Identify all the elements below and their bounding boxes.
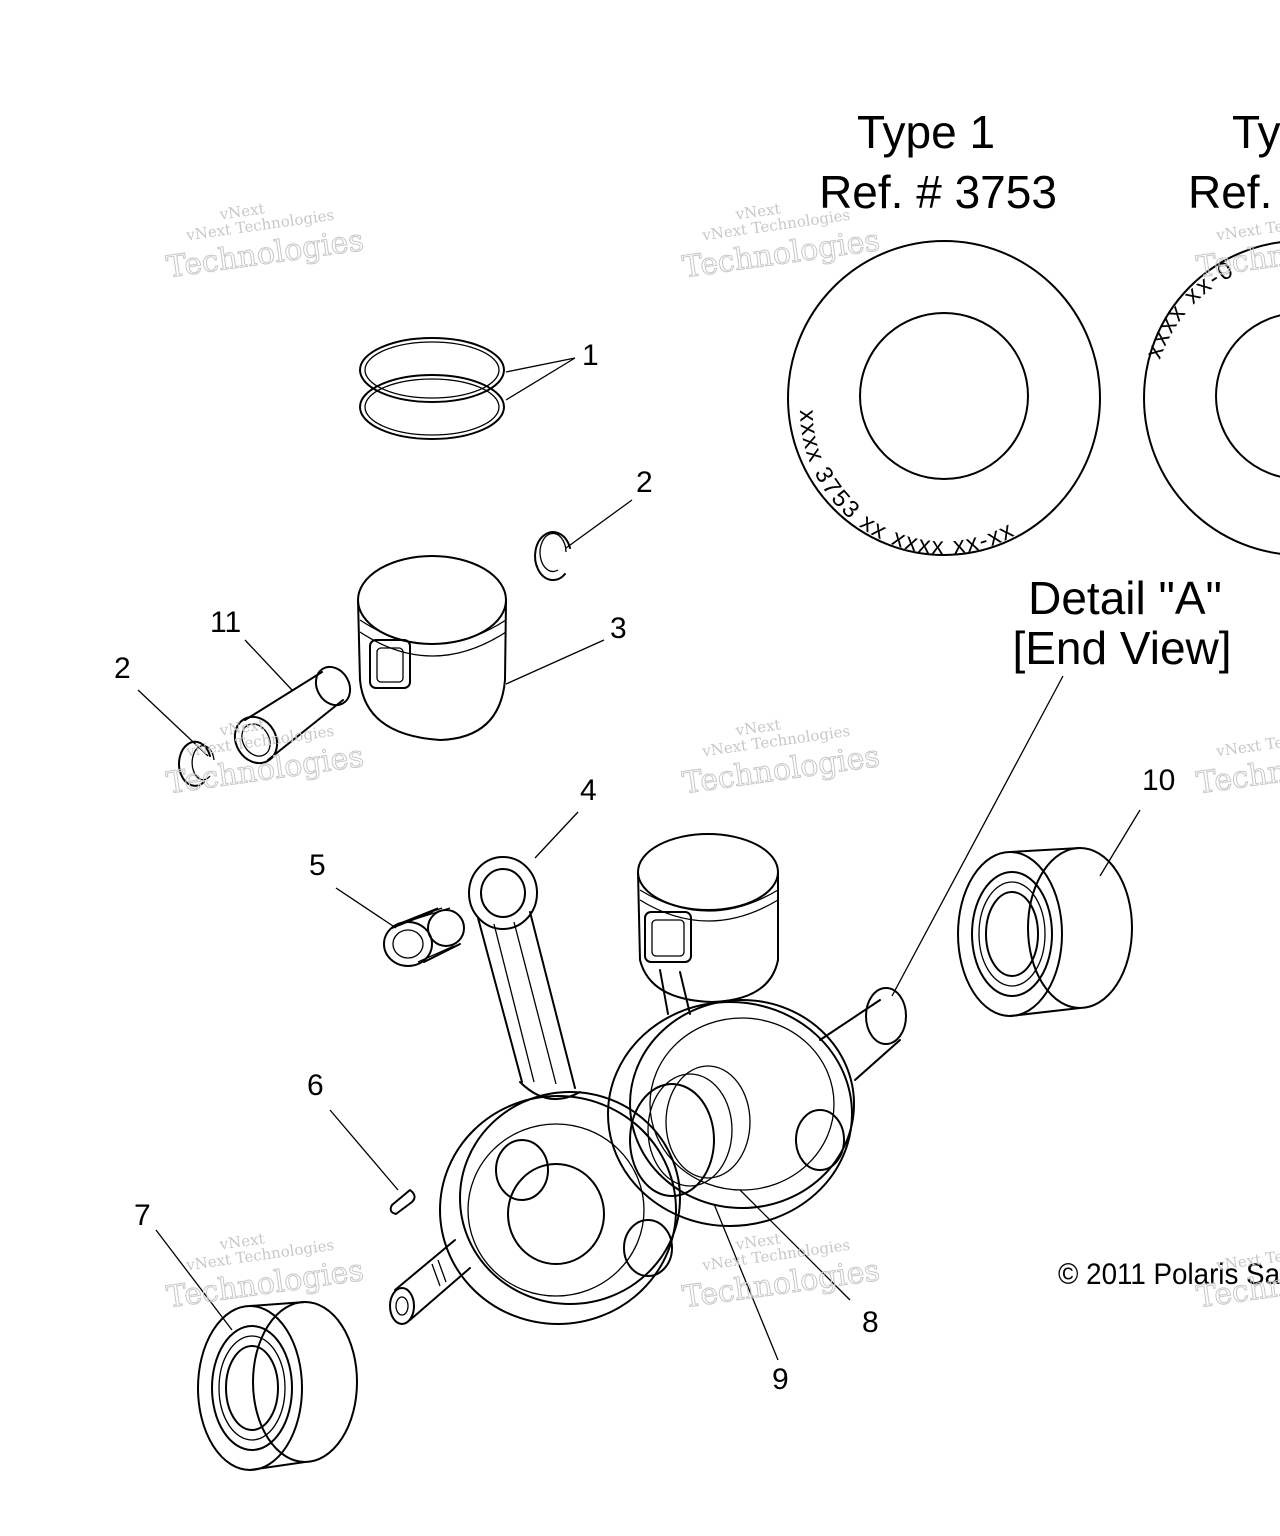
callout-11: 11 <box>210 606 241 639</box>
watermark: vNext vNext Technologies Technologies <box>680 715 882 801</box>
watermarks: vNext vNext Technologies Technologies vN… <box>164 199 1280 1315</box>
crankshaft-assembly <box>389 833 907 1361</box>
type-1-title: Type 1 <box>857 106 995 158</box>
callout-2-upper: 2 <box>636 466 653 499</box>
piston-rings <box>359 337 576 440</box>
detail-a-subtitle: [End View] <box>1012 622 1231 674</box>
type-2-ref: Ref. <box>1188 166 1272 218</box>
circlip-lower <box>137 689 215 787</box>
circlip-upper <box>534 499 633 582</box>
needle-bearing <box>335 887 465 967</box>
woodruff-key <box>329 1109 416 1215</box>
type-2-detail: Ty Ref. xxxx xx-0 <box>1140 106 1280 555</box>
main-bearing-right <box>957 809 1141 1017</box>
watermark: vNext vNext Technologies Technologies <box>164 199 366 285</box>
watermark: vNext Technologies Technologies <box>1194 722 1280 802</box>
callout-6: 6 <box>307 1069 324 1102</box>
type-1-ref: Ref. # 3753 <box>819 166 1057 218</box>
watermark: vNext vNext Technologies Technologies <box>164 1229 366 1315</box>
type-1-ring-outer <box>787 240 1101 556</box>
type-1-ring-inner <box>859 312 1029 480</box>
copyright: © 2011 Polaris Sa <box>1058 1258 1280 1291</box>
callout-9: 9 <box>772 1363 789 1396</box>
callout-3: 3 <box>610 612 627 645</box>
callout-numbers: 1 2 2 3 4 5 6 7 8 9 10 11 <box>114 339 1175 1396</box>
type-1-ring-marking: xxxx 3753 xx xxxx xx-xx <box>794 409 1020 560</box>
callout-8: 8 <box>862 1306 879 1339</box>
type-1-detail: Type 1 Ref. # 3753 xxxx 3753 xx xxxx xx-… <box>787 106 1101 560</box>
callout-7: 7 <box>134 1199 151 1232</box>
main-bearing-left <box>155 1229 358 1471</box>
callout-4: 4 <box>580 774 597 807</box>
callout-2-lower: 2 <box>114 652 131 685</box>
type-2-ring-inner <box>1215 314 1280 478</box>
svg-text:vNext Technologies: vNext Technologies <box>1214 722 1280 761</box>
callout-1: 1 <box>582 339 599 372</box>
detail-a-leader <box>891 675 1064 997</box>
wrist-pin <box>233 639 352 765</box>
callout-5: 5 <box>309 849 326 882</box>
piston <box>357 555 605 741</box>
type-2-title: Ty <box>1232 106 1280 158</box>
callout-10: 10 <box>1142 764 1175 797</box>
detail-a-label: Detail "A" [End View] <box>891 572 1232 997</box>
watermark: vNext vNext Technologies Technologies <box>680 1229 882 1315</box>
connecting-rod <box>468 811 581 1100</box>
watermark: vNext vNext Technologies Technologies <box>164 715 366 801</box>
type-2-ring-outer <box>1143 241 1280 555</box>
detail-a-title: Detail "A" <box>1028 572 1222 624</box>
